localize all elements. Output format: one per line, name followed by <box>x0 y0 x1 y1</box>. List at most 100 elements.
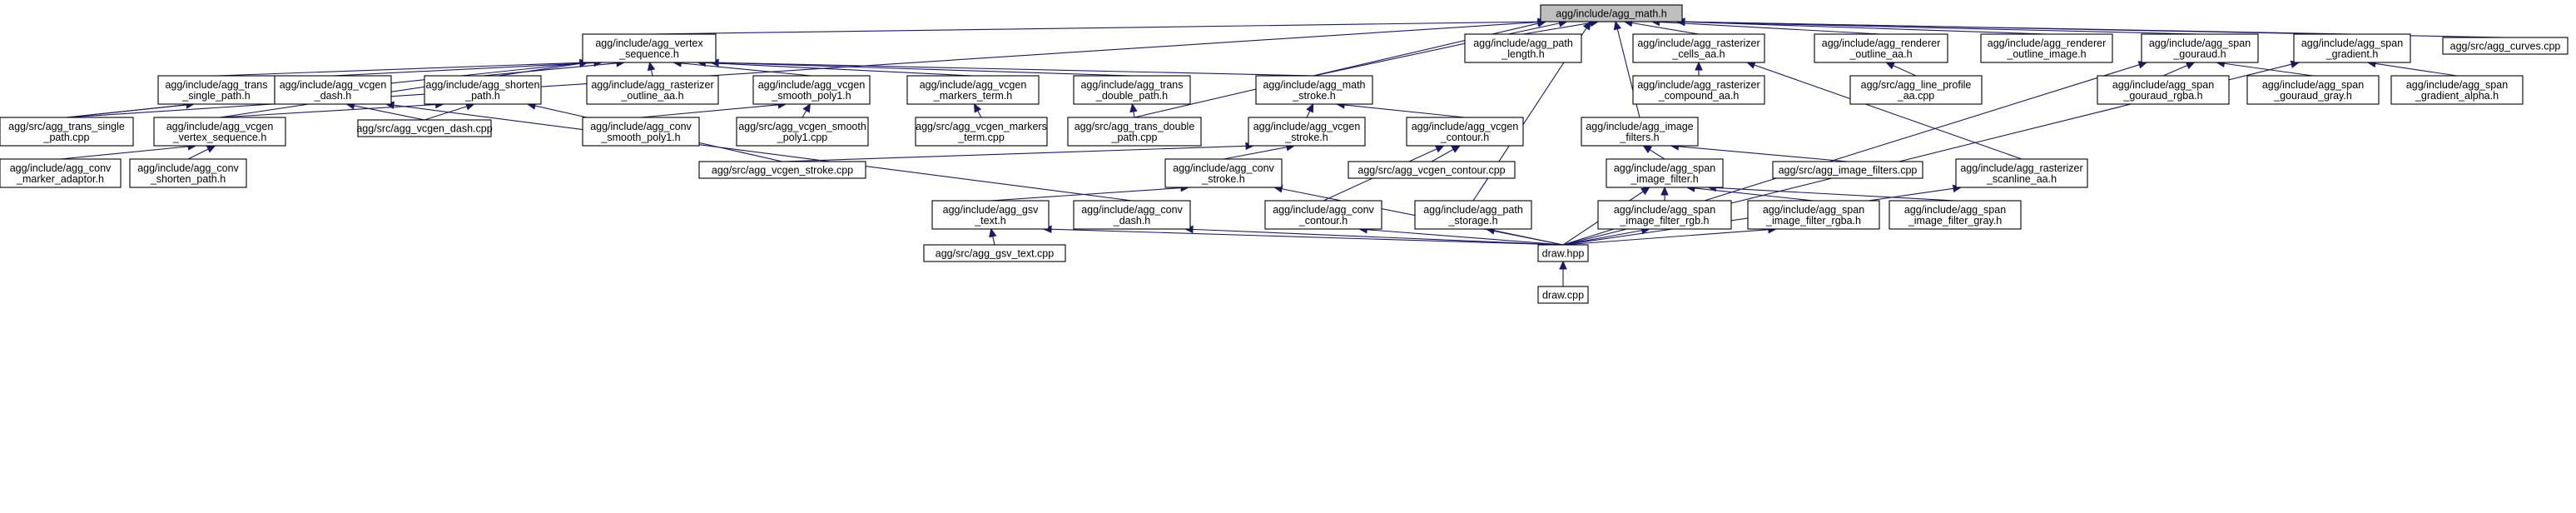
node-label: agg/include/agg_conv <box>10 162 112 174</box>
node-label: _marker_adaptor.h <box>16 173 104 185</box>
node-trans-double-cpp[interactable]: agg/src/agg_trans_double_path.cpp <box>1067 117 1202 147</box>
node-label: agg/include/agg_math <box>1263 79 1365 91</box>
node-rast-cells[interactable]: agg/include/agg_rasterizer_cells_aa.h <box>1632 33 1765 63</box>
node-trans-single[interactable]: agg/include/agg_trans_single_path.h <box>157 75 275 105</box>
node-label: _gradient_alpha.h <box>2415 90 2499 102</box>
node-rend-outline[interactable]: agg/include/agg_renderer_outline_aa.h <box>1814 33 1948 63</box>
node-vcgen-markers[interactable]: agg/include/agg_vcgen_markers_term.h <box>906 75 1040 105</box>
node-label: _stroke.h <box>1284 132 1328 143</box>
node-vcgen-markers-cpp[interactable]: agg/src/agg_vcgen_markers_term.cpp <box>915 117 1048 147</box>
node-conv-dash[interactable]: agg/include/agg_conv_dash.h <box>1073 200 1191 230</box>
node-vcgen-stroke[interactable]: agg/include/agg_vcgen_stroke.h <box>1248 117 1366 147</box>
node-box <box>1164 158 1283 188</box>
node-sif-rgba[interactable]: agg/include/agg_span_image_filter_rgba.h <box>1747 200 1880 230</box>
node-box <box>1537 244 1589 262</box>
node-box <box>586 75 719 105</box>
node-box <box>153 117 286 147</box>
node-label: _filters.h <box>1619 132 1659 143</box>
node-trans-single-cpp[interactable]: agg/src/agg_trans_single_path.cpp <box>0 117 134 147</box>
edge-rast-compound-to-rast-cells <box>1695 61 1703 76</box>
node-label: _shorten_path.h <box>150 173 226 185</box>
node-label: agg/include/agg_conv <box>1081 204 1183 216</box>
node-span-gouraud[interactable]: agg/include/agg_span_gouraud.h <box>2141 33 2259 63</box>
node-box <box>424 75 542 105</box>
node-sif-gray[interactable]: agg/include/agg_span_image_filter_gray.h <box>1889 200 2022 230</box>
node-box <box>582 117 700 147</box>
node-box <box>1747 200 1880 230</box>
node-label: agg/include/agg_rasterizer <box>1637 79 1760 91</box>
node-gradient-alpha[interactable]: agg/include/agg_span_gradient_alpha.h <box>2390 75 2524 105</box>
node-draw-cpp[interactable]: draw.cpp <box>1537 286 1589 304</box>
node-gsv-text[interactable]: agg/include/agg_gsv_text.h <box>931 200 1050 230</box>
node-span-gradient[interactable]: agg/include/agg_span_gradient.h <box>2293 33 2411 63</box>
node-line-profile-cpp[interactable]: agg/src/agg_line_profile_aa.cpp <box>1849 75 1983 105</box>
node-sif-rgb[interactable]: agg/include/agg_span_image_filter_rgb.h <box>1597 200 1732 230</box>
node-math-stroke[interactable]: agg/include/agg_math_stroke.h <box>1255 75 1373 105</box>
node-vcgen-dash-cpp[interactable]: agg/src/agg_vcgen_dash.cpp <box>356 119 493 137</box>
node-label: agg/include/agg_conv <box>1173 162 1274 174</box>
node-box <box>0 158 122 188</box>
node-vcgen-contour-cpp[interactable]: agg/src/agg_vcgen_contour.cpp <box>1348 161 1516 179</box>
node-conv-marker[interactable]: agg/include/agg_conv_marker_adaptor.h <box>0 158 122 188</box>
node-vertex-seq[interactable]: agg/include/agg_vertex_sequence.h <box>582 33 717 63</box>
node-path-storage[interactable]: agg/include/agg_path_storage.h <box>1414 200 1532 230</box>
node-label: agg/include/agg_image <box>1586 121 1693 132</box>
node-trans-double[interactable]: agg/include/agg_trans_double_path.h <box>1073 75 1191 105</box>
node-conv-shorten[interactable]: agg/include/agg_conv_shorten_path.h <box>129 158 247 188</box>
node-math[interactable]: agg/include/agg_math.h <box>1540 4 1683 22</box>
node-box <box>2141 33 2259 63</box>
edge-gsv-text-to-conv-stroke <box>990 183 1190 202</box>
node-label: agg/include/agg_span <box>2149 37 2251 49</box>
node-label: agg/src/agg_gsv_text.cpp <box>936 248 1054 260</box>
node-path-length[interactable]: agg/include/agg_path_length.h <box>1464 33 1582 63</box>
node-curves-cpp[interactable]: agg/src/agg_curves.cpp <box>2442 37 2569 55</box>
node-box <box>752 75 871 105</box>
edge-span-gradient-to-math <box>1675 17 2353 35</box>
node-rast-compound[interactable]: agg/include/agg_rasterizer_compound_aa.h <box>1632 75 1765 105</box>
node-rast-scanline[interactable]: agg/include/agg_rasterizer_scanline_aa.h <box>1955 158 2088 188</box>
node-label: _cells_aa.h <box>1671 48 1725 60</box>
edge-gouraud-rgba-to-span-gouraud <box>2162 62 2196 77</box>
node-label: agg/include/agg_conv <box>1273 204 1374 216</box>
node-label: agg/include/agg_span <box>2262 79 2364 91</box>
node-draw-hpp[interactable]: draw.hpp <box>1537 244 1589 262</box>
node-rend-outline-img[interactable]: agg/include/agg_renderer_outline_image.h <box>1980 33 2113 63</box>
node-label: _gradient.h <box>2325 48 2379 60</box>
node-image-filters-cpp[interactable]: agg/src/agg_image_filters.cpp <box>1772 161 1923 179</box>
node-label: _text.h <box>974 215 1006 227</box>
edge-vcgen-dash-cpp-to-shorten-path <box>424 102 475 121</box>
node-vcgen-stroke-cpp[interactable]: agg/src/agg_vcgen_stroke.cpp <box>698 161 866 179</box>
node-box <box>1632 33 1765 63</box>
node-conv-stroke[interactable]: agg/include/agg_conv_stroke.h <box>1164 158 1283 188</box>
node-vcgen-smooth[interactable]: agg/include/agg_vcgen_smooth_poly1.h <box>752 75 871 105</box>
node-label: agg/include/agg_vcgen <box>280 79 387 91</box>
node-label: agg/include/agg_trans <box>1080 79 1183 91</box>
node-label: agg/include/agg_renderer <box>1988 37 2106 49</box>
node-conv-contour[interactable]: agg/include/agg_conv_contour.h <box>1264 200 1382 230</box>
node-vcgen-dash[interactable]: agg/include/agg_vcgen_dash.h <box>274 75 392 105</box>
node-vcgen-vertex-seq[interactable]: agg/include/agg_vcgen_vertex_sequence.h <box>153 117 286 147</box>
node-label: agg/include/agg_rasterizer <box>591 79 713 91</box>
node-box <box>698 161 866 179</box>
node-conv-smooth[interactable]: agg/include/agg_conv_smooth_poly1.h <box>582 117 700 147</box>
node-label: agg/include/agg_vertex <box>595 37 703 49</box>
node-vcgen-smooth-cpp[interactable]: agg/src/agg_vcgen_smooth_poly1.cpp <box>736 117 869 147</box>
edge-trans-double-cpp-to-trans-double <box>1129 102 1138 118</box>
node-box <box>357 119 492 137</box>
node-box <box>582 33 717 63</box>
node-box <box>906 75 1040 105</box>
node-label: _image_filter.h <box>1630 173 1698 185</box>
node-label: draw.hpp <box>1542 248 1585 260</box>
node-vcgen-contour[interactable]: agg/include/agg_vcgen_contour.h <box>1406 117 1524 147</box>
node-label: agg/include/agg_span <box>2406 79 2508 91</box>
edge-draw-cpp-to-draw-hpp <box>1559 260 1567 286</box>
node-span-image-filter[interactable]: agg/include/agg_span_image_filter.h <box>1606 158 1724 188</box>
node-gsv-text-cpp[interactable]: agg/src/agg_gsv_text.cpp <box>923 244 1066 262</box>
node-rast-outline[interactable]: agg/include/agg_rasterizer_outline_aa.h <box>586 75 719 105</box>
node-label: agg/include/agg_vcgen <box>1253 121 1361 132</box>
node-gouraud-gray[interactable]: agg/include/agg_span_gouraud_gray.h <box>2246 75 2380 105</box>
node-box <box>0 117 134 147</box>
node-shorten-path[interactable]: agg/include/agg_shorten_path.h <box>424 75 542 105</box>
node-gouraud-rgba[interactable]: agg/include/agg_span_gouraud_rgba.h <box>2097 75 2230 105</box>
node-image-filters[interactable]: agg/include/agg_image_filters.h <box>1581 117 1699 147</box>
